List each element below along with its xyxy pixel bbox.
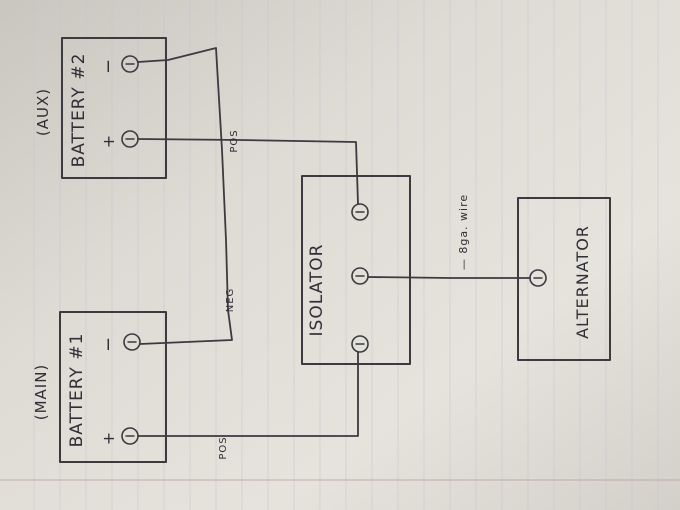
neg-wire-label: NEG	[225, 288, 236, 313]
isolator-top-terminal	[351, 203, 369, 221]
isolator-bottom-terminal	[351, 335, 369, 353]
neg-wire	[137, 47, 233, 345]
battery2-plus-sign: +	[99, 134, 118, 148]
battery2-name: BATTERY #2	[69, 53, 89, 168]
battery2-neg-terminal	[121, 55, 139, 73]
battery1-name: BATTERY #1	[67, 333, 87, 448]
isolator-name: ISOLATOR	[307, 244, 327, 337]
battery1-neg-terminal	[123, 333, 141, 351]
isolator-center-terminal	[351, 267, 369, 285]
battery1-plus-sign: +	[99, 431, 118, 445]
battery1-minus-sign: −	[98, 336, 119, 352]
alternator-box	[517, 197, 611, 361]
gauge-wire-label: — 8ga. wire	[457, 194, 470, 270]
battery1-main-label: (MAIN)	[32, 364, 50, 421]
battery2-box	[61, 37, 167, 179]
battery1-box	[59, 311, 167, 463]
isolator-box	[301, 175, 411, 365]
alternator-name: ALTERNATOR	[573, 225, 592, 339]
battery2-minus-sign: −	[98, 58, 119, 74]
battery2-aux-label: (AUX)	[34, 88, 52, 136]
pos-wire-main-to-isolator	[137, 351, 359, 437]
notebook-lines	[33, 0, 659, 510]
pos-bottom-wire-label: POS	[218, 436, 229, 459]
pos-top-wire-label: POS	[229, 129, 240, 152]
alternator-wire	[367, 276, 531, 279]
pos-wire-aux-to-isolator	[137, 138, 359, 205]
